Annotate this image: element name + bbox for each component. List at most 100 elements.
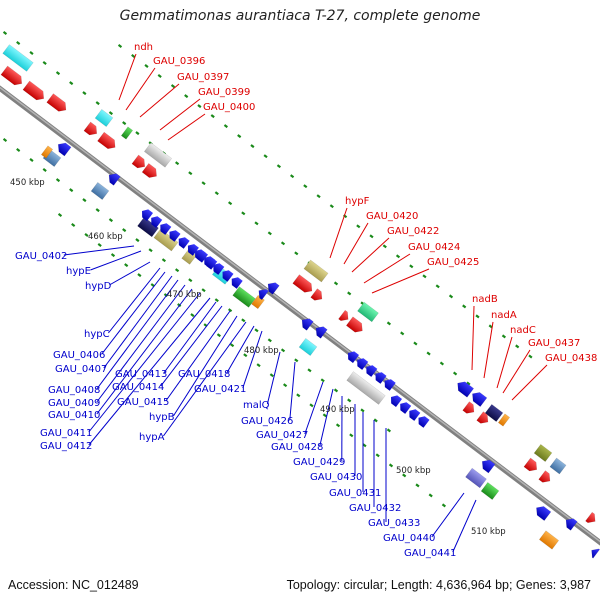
gene-label-reverse[interactable]: GAU_0427 — [256, 430, 308, 441]
gene-feature[interactable] — [346, 371, 386, 405]
gene-feature[interactable] — [229, 275, 243, 289]
gene-label-reverse[interactable]: GAU_0412 — [40, 441, 92, 452]
gene-feature[interactable] — [141, 163, 160, 180]
gene-label-reverse[interactable]: hypE — [66, 266, 91, 277]
gene-feature[interactable] — [382, 377, 396, 391]
gene-label-reverse[interactable]: GAU_0441 — [404, 548, 456, 559]
gene-feature[interactable] — [55, 140, 72, 157]
gene-feature[interactable] — [454, 379, 475, 398]
gene-feature[interactable] — [533, 444, 553, 462]
gene-label-reverse[interactable]: GAU_0409 — [48, 398, 100, 409]
gene-feature[interactable] — [476, 411, 492, 427]
gene-feature[interactable] — [462, 401, 478, 417]
gene-feature[interactable] — [143, 142, 173, 168]
gene-feature[interactable] — [201, 254, 216, 268]
gene-feature[interactable] — [2, 44, 34, 72]
gene-feature[interactable] — [83, 121, 100, 138]
gene-feature[interactable] — [363, 363, 378, 377]
gene-label-reverse[interactable]: GAU_0418 — [178, 369, 230, 380]
gene-label-forward[interactable]: hypF — [345, 196, 370, 207]
gene-feature[interactable] — [345, 349, 360, 364]
gene-feature[interactable] — [303, 259, 329, 283]
gene-feature[interactable] — [480, 482, 500, 500]
gene-label-reverse[interactable]: GAU_0410 — [48, 410, 100, 421]
gene-feature[interactable] — [588, 546, 600, 559]
gene-feature[interactable] — [166, 228, 181, 242]
gene-feature[interactable] — [185, 242, 199, 256]
gene-feature[interactable] — [106, 171, 121, 186]
gene-feature[interactable] — [22, 80, 47, 103]
gene-feature[interactable] — [90, 182, 110, 200]
gene-feature[interactable] — [523, 457, 540, 474]
gene-feature[interactable] — [313, 324, 328, 339]
gene-label-forward[interactable]: GAU_0422 — [387, 226, 439, 237]
gene-label-reverse[interactable]: GAU_0413 — [115, 369, 167, 380]
gene-feature[interactable] — [563, 516, 578, 531]
gene-label-reverse[interactable]: GAU_0430 — [310, 472, 362, 483]
gene-feature[interactable] — [484, 404, 504, 422]
gene-feature[interactable] — [210, 261, 225, 275]
gene-feature[interactable] — [219, 268, 234, 282]
gene-feature[interactable] — [131, 154, 148, 171]
gene-label-reverse[interactable]: GAU_0408 — [48, 385, 100, 396]
gene-feature[interactable] — [388, 393, 403, 408]
gene-label-forward[interactable]: GAU_0438 — [545, 353, 597, 364]
gene-label-forward[interactable]: GAU_0399 — [198, 87, 250, 98]
gene-label-reverse[interactable]: hypC — [84, 329, 110, 340]
gene-label-reverse[interactable]: GAU_0407 — [55, 364, 107, 375]
gene-label-reverse[interactable]: hypB — [149, 412, 175, 423]
gene-feature[interactable] — [292, 274, 316, 296]
gene-label-forward[interactable]: GAU_0400 — [203, 102, 255, 113]
gene-label-forward[interactable]: nadA — [491, 310, 517, 321]
gene-label-reverse[interactable]: GAU_0406 — [53, 350, 105, 361]
gene-feature[interactable] — [406, 407, 421, 421]
gene-label-forward[interactable]: GAU_0397 — [177, 72, 229, 83]
gene-label-reverse[interactable]: GAU_0433 — [368, 518, 420, 529]
gene-feature[interactable] — [46, 93, 70, 115]
gene-label-forward[interactable]: GAU_0396 — [153, 56, 205, 67]
gene-label-reverse[interactable]: GAU_0414 — [112, 382, 164, 393]
gene-label-forward[interactable]: nadB — [472, 294, 498, 305]
gene-feature[interactable] — [585, 511, 598, 526]
gene-feature[interactable] — [265, 280, 280, 295]
gene-feature[interactable] — [232, 286, 256, 308]
gene-label-reverse[interactable]: hypA — [139, 432, 165, 443]
gene-feature[interactable] — [354, 356, 369, 370]
gene-feature[interactable] — [469, 389, 488, 407]
gene-feature[interactable] — [479, 457, 496, 474]
gene-label-forward[interactable]: GAU_0425 — [427, 257, 479, 268]
gene-label-reverse[interactable]: malQ — [243, 400, 270, 411]
gene-label-forward[interactable]: GAU_0437 — [528, 338, 580, 349]
gene-feature[interactable] — [357, 301, 379, 323]
gene-feature[interactable] — [533, 503, 552, 521]
gene-label-forward[interactable]: nadC — [510, 325, 536, 336]
gene-feature[interactable] — [465, 467, 487, 489]
gene-label-forward[interactable]: ndh — [134, 42, 153, 53]
gene-label-forward[interactable]: GAU_0424 — [408, 242, 460, 253]
gene-feature[interactable] — [538, 530, 560, 550]
gene-feature[interactable] — [157, 221, 172, 235]
gene-label-reverse[interactable]: GAU_0411 — [40, 428, 92, 439]
gene-label-reverse[interactable]: GAU_0429 — [293, 457, 345, 468]
gene-label-reverse[interactable]: GAU_0421 — [194, 384, 246, 395]
gene-feature[interactable] — [298, 338, 318, 356]
gene-feature[interactable] — [310, 288, 326, 304]
gene-label-reverse[interactable]: hypD — [85, 281, 112, 292]
gene-label-reverse[interactable]: GAU_0426 — [241, 416, 293, 427]
gene-feature[interactable] — [397, 400, 412, 414]
gene-label-reverse[interactable]: GAU_0440 — [383, 533, 435, 544]
gene-label-reverse[interactable]: GAU_0402 — [15, 251, 67, 262]
gene-feature[interactable] — [94, 109, 114, 127]
gene-feature[interactable] — [415, 414, 430, 428]
gene-label-reverse[interactable]: GAU_0415 — [117, 397, 169, 408]
gene-label-forward[interactable]: GAU_0420 — [366, 211, 418, 222]
gene-label-reverse[interactable]: GAU_0428 — [271, 442, 323, 453]
gene-feature[interactable] — [97, 131, 119, 152]
gene-feature[interactable] — [538, 470, 554, 486]
gene-label-reverse[interactable]: GAU_0432 — [349, 503, 401, 514]
gene-feature[interactable] — [139, 207, 154, 222]
gene-feature[interactable] — [497, 413, 511, 427]
gene-feature[interactable] — [549, 457, 567, 475]
gene-feature[interactable] — [192, 247, 207, 262]
gene-feature[interactable] — [345, 316, 365, 335]
